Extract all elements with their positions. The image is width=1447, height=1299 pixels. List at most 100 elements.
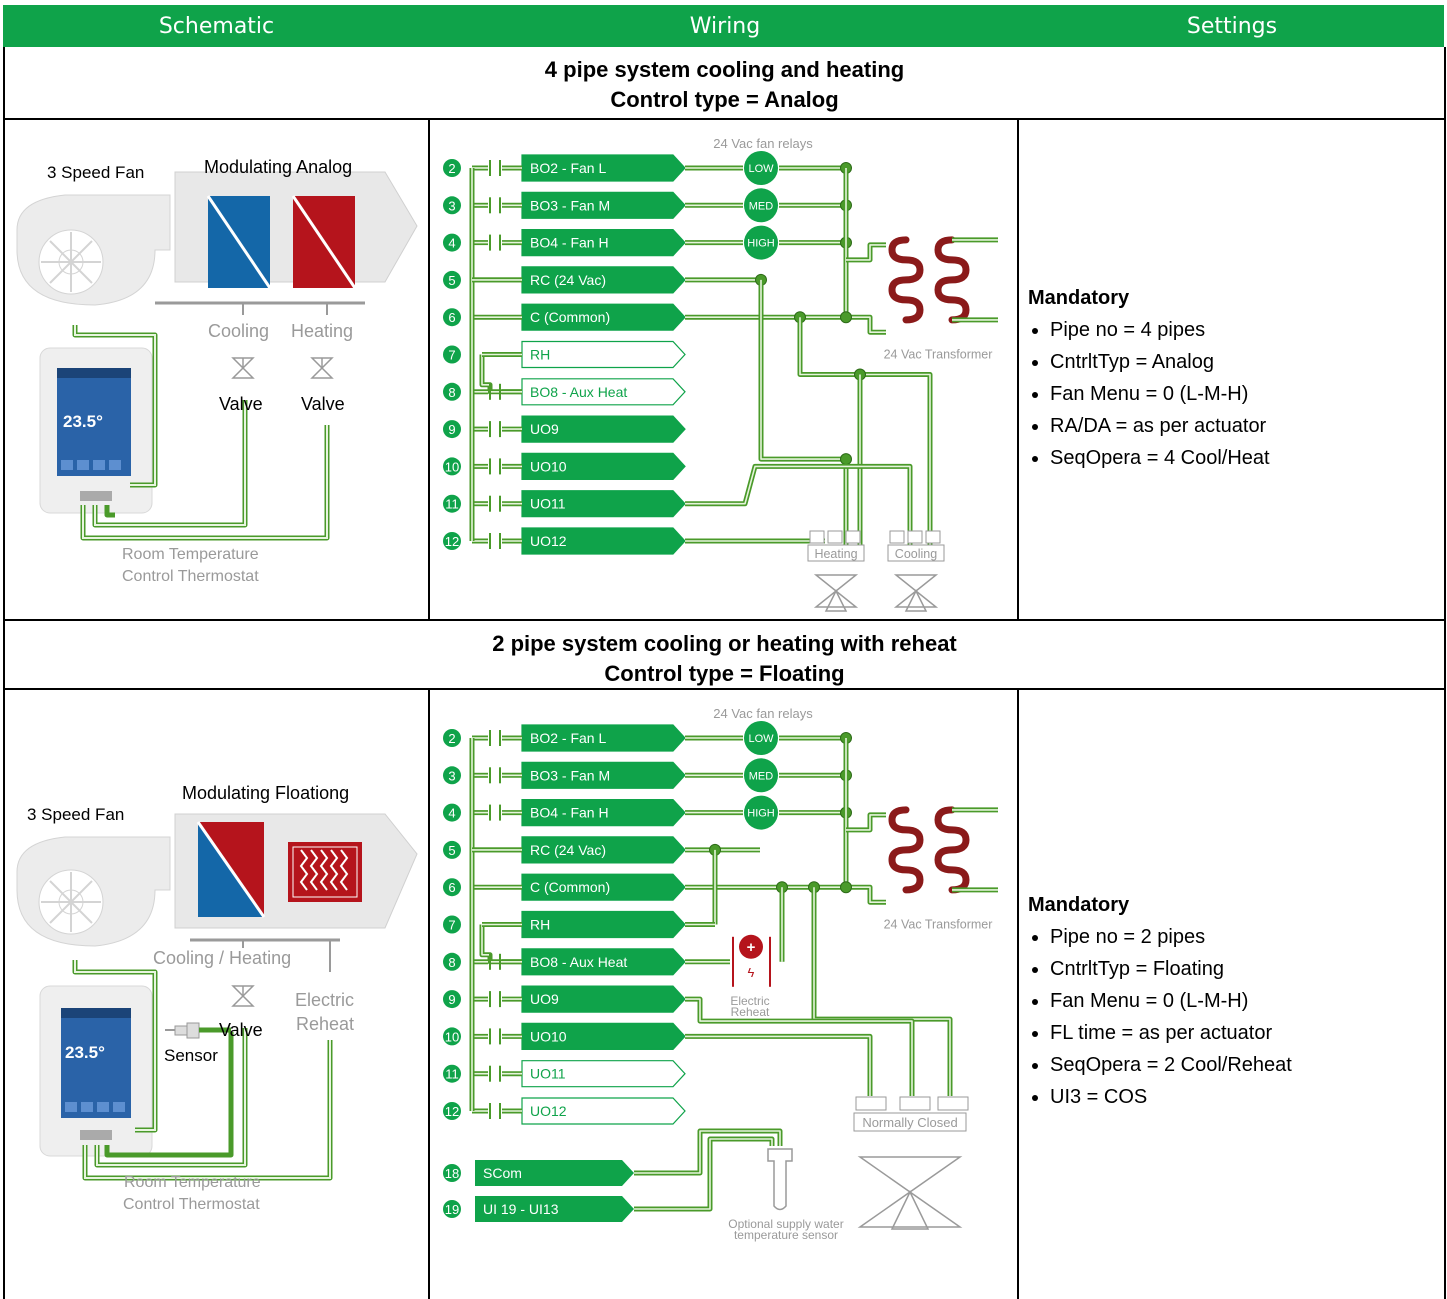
io-label: UO10: [530, 1028, 567, 1044]
thermostat-label-1: Room Temperature: [122, 546, 259, 563]
relay-coil: [744, 721, 778, 755]
thermostat-label-1: Room Temperature: [124, 1174, 261, 1191]
terminal-badge: [443, 952, 461, 971]
io-label: UO9: [530, 421, 559, 437]
wire-highlight: [634, 1130, 781, 1174]
terminal-badge: [443, 420, 461, 439]
terminal-badge: [443, 532, 461, 550]
section2-settings: Mandatory Pipe no = 2 pipes CntrltTyp = …: [1028, 889, 1292, 1113]
settings-heading: Mandatory: [1028, 894, 1130, 916]
terminal-number: 10: [445, 1029, 459, 1044]
settings-heading: Mandatory: [1028, 287, 1130, 309]
io-label: UO11: [530, 1066, 566, 1082]
optional-sensor-label: Optional supply water: [728, 1217, 843, 1231]
setting-item: RA/DA = as per actuator: [1050, 410, 1270, 442]
heating-actuator-label: Heating: [814, 547, 857, 561]
electric-label: Electric: [295, 990, 355, 1010]
setting-item: SeqOpera = 2 Cool/Reheat: [1050, 1049, 1292, 1081]
terminal-badge: [443, 803, 461, 822]
io-label: BO2 - Fan L: [530, 160, 606, 176]
divider: [5, 688, 1444, 690]
terminal-number: 18: [445, 1166, 459, 1181]
io-label-box: [521, 490, 686, 518]
fan-label: 3 Speed Fan: [47, 163, 145, 182]
io-label-box: [521, 985, 686, 1013]
divider: [428, 120, 430, 619]
actuator-terminal: [899, 1096, 931, 1111]
terminal-badge: [443, 915, 461, 934]
coil-label: Modulating Floationg: [182, 783, 350, 803]
section1-settings: Mandatory Pipe no = 4 pipes CntrltTyp = …: [1028, 282, 1270, 474]
io-label: BO4 - Fan H: [530, 805, 609, 821]
io-label: RC (24 Vac): [530, 272, 606, 288]
relays-title: 24 Vac fan relays: [713, 706, 813, 721]
section2-schematic: [16, 813, 418, 1181]
wire-junction: [840, 881, 852, 894]
wire-highlight: [846, 244, 886, 261]
relay-coil: [744, 795, 778, 830]
actuator-terminal: [827, 530, 843, 544]
io-label: BO4 - Fan H: [530, 235, 609, 251]
terminal-number: 11: [445, 497, 459, 512]
setting-item: Pipe no = 2 pipes: [1050, 921, 1292, 953]
wire-highlight: [634, 1138, 773, 1210]
io-label: BO3 - Fan M: [530, 767, 610, 783]
terminal-badge: [443, 345, 461, 364]
relay-label: LOW: [748, 163, 774, 175]
setting-item: UI3 = COS: [1050, 1081, 1292, 1113]
relay-coil: [744, 151, 778, 185]
io-label: RH: [530, 347, 550, 363]
thermostat-screen: [57, 368, 131, 476]
io-label-box: [521, 798, 686, 827]
relay-label: HIGH: [747, 808, 775, 820]
terminal-number: 9: [448, 992, 455, 1007]
terminal-number: 6: [448, 880, 455, 895]
heater-icon-plus: +: [747, 939, 756, 956]
io-label-box: [521, 191, 686, 219]
terminal-badge: [443, 382, 461, 401]
fan-label: 3 Speed Fan: [27, 805, 125, 824]
divider: [1017, 120, 1019, 619]
io-label-box: [521, 378, 686, 406]
io-label: SCom: [483, 1165, 522, 1181]
transformer-coil: [934, 806, 970, 894]
terminal-number: 3: [448, 198, 455, 213]
terminal-badge: [443, 270, 461, 289]
terminal-badge: [443, 1027, 461, 1046]
io-label-box: [521, 873, 686, 901]
terminal-number: 5: [448, 273, 455, 288]
io-label-box: [475, 1196, 634, 1222]
transformer-coil: [934, 236, 970, 324]
wire-highlight: [685, 316, 886, 333]
terminal-badge: [443, 878, 461, 897]
terminal-number: 5: [448, 843, 455, 858]
io-label: UO10: [530, 458, 567, 474]
wire: [685, 1033, 873, 1096]
header-settings: Settings: [1186, 13, 1278, 39]
terminal-number: 12: [445, 534, 459, 549]
relay-label: LOW: [748, 733, 774, 745]
terminal-badge: [443, 766, 461, 785]
section2-title: 2 pipe system cooling or heating with re…: [492, 631, 957, 656]
setting-item: FL time = as per actuator: [1050, 1017, 1292, 1049]
valve-label: Valve: [219, 394, 263, 414]
valve-icon: [310, 357, 334, 379]
io-label-box: [521, 910, 686, 939]
terminal-number: 12: [445, 1104, 459, 1119]
io-label: BO8 - Aux Heat: [530, 954, 627, 970]
wire-highlight: [685, 998, 913, 1096]
actuator-terminal: [809, 530, 825, 544]
actuator-terminal: [907, 530, 923, 544]
terminal-badge: [443, 1164, 461, 1182]
wire: [479, 924, 522, 965]
divider: [428, 690, 430, 1299]
valve-actuator-icon: [893, 574, 939, 612]
io-label: BO3 - Fan M: [530, 197, 610, 213]
terminal-number: 9: [448, 422, 455, 437]
terminal-number: 10: [445, 459, 459, 474]
table-frame: [3, 47, 1446, 1299]
section1-subtitle: Control type = Analog: [610, 87, 839, 112]
transformer-label: 24 Vac Transformer: [884, 918, 993, 932]
terminal-badge: [443, 457, 461, 476]
